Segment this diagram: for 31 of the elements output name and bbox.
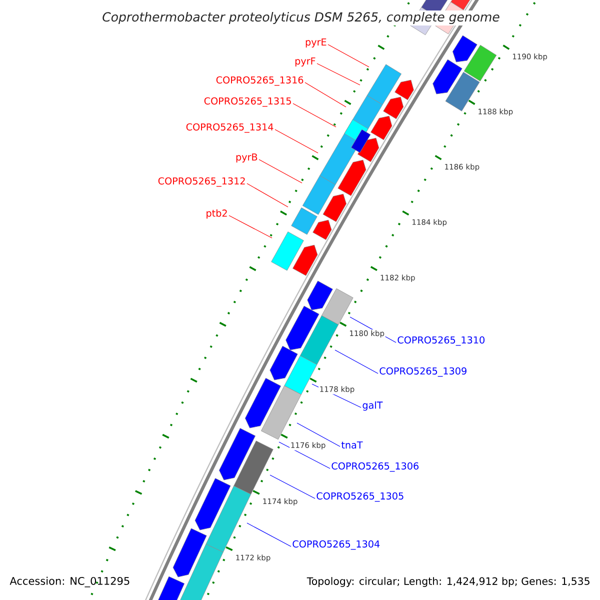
- gene-label: COPRO5265_1310: [398, 336, 484, 346]
- gene-label: COPRO5265_1309: [380, 367, 466, 377]
- leader-line: [274, 129, 318, 154]
- genome-info-label: Topology: circular; Length: 1,424,912 bp; Genes: 1,535: [306, 577, 590, 587]
- gene-label: pyrB: [236, 154, 258, 162]
- leader-line: [334, 350, 378, 374]
- leader-line: [316, 63, 360, 86]
- gene-label: tnaT: [341, 441, 363, 449]
- gene-label: COPRO5265_1305: [316, 492, 404, 502]
- leader-line: [304, 82, 346, 108]
- leader-line: [228, 215, 272, 238]
- gene-label: pyrE: [306, 38, 326, 48]
- leader-line: [278, 442, 330, 469]
- leader-line: [296, 422, 340, 447]
- leader-line: [292, 103, 336, 128]
- gene-label: COPRO5265_1315: [204, 97, 291, 107]
- leader-line: [246, 183, 288, 208]
- gene-label: COPRO5265_1312: [158, 177, 245, 187]
- leader-line: [246, 522, 292, 547]
- gene-label: COPRO5265_1316: [216, 76, 304, 86]
- leader-line: [258, 159, 302, 184]
- leader-line: [328, 44, 370, 68]
- accession-label: Accession: NC_011295: [10, 576, 130, 588]
- gene-label: COPRO5265_1306: [332, 462, 419, 472]
- title: Coprothermobacter proteolyticus DSM 5265, complete genome: [100, 10, 502, 26]
- gene-label: pyrF: [295, 58, 316, 66]
- leader-line: [270, 474, 316, 499]
- gene-label: galT: [362, 401, 383, 411]
- gene-label: ptb2: [206, 209, 227, 219]
- gene-label: COPRO5265_1314: [186, 123, 274, 133]
- gene-label: COPRO5265_1304: [292, 540, 380, 550]
